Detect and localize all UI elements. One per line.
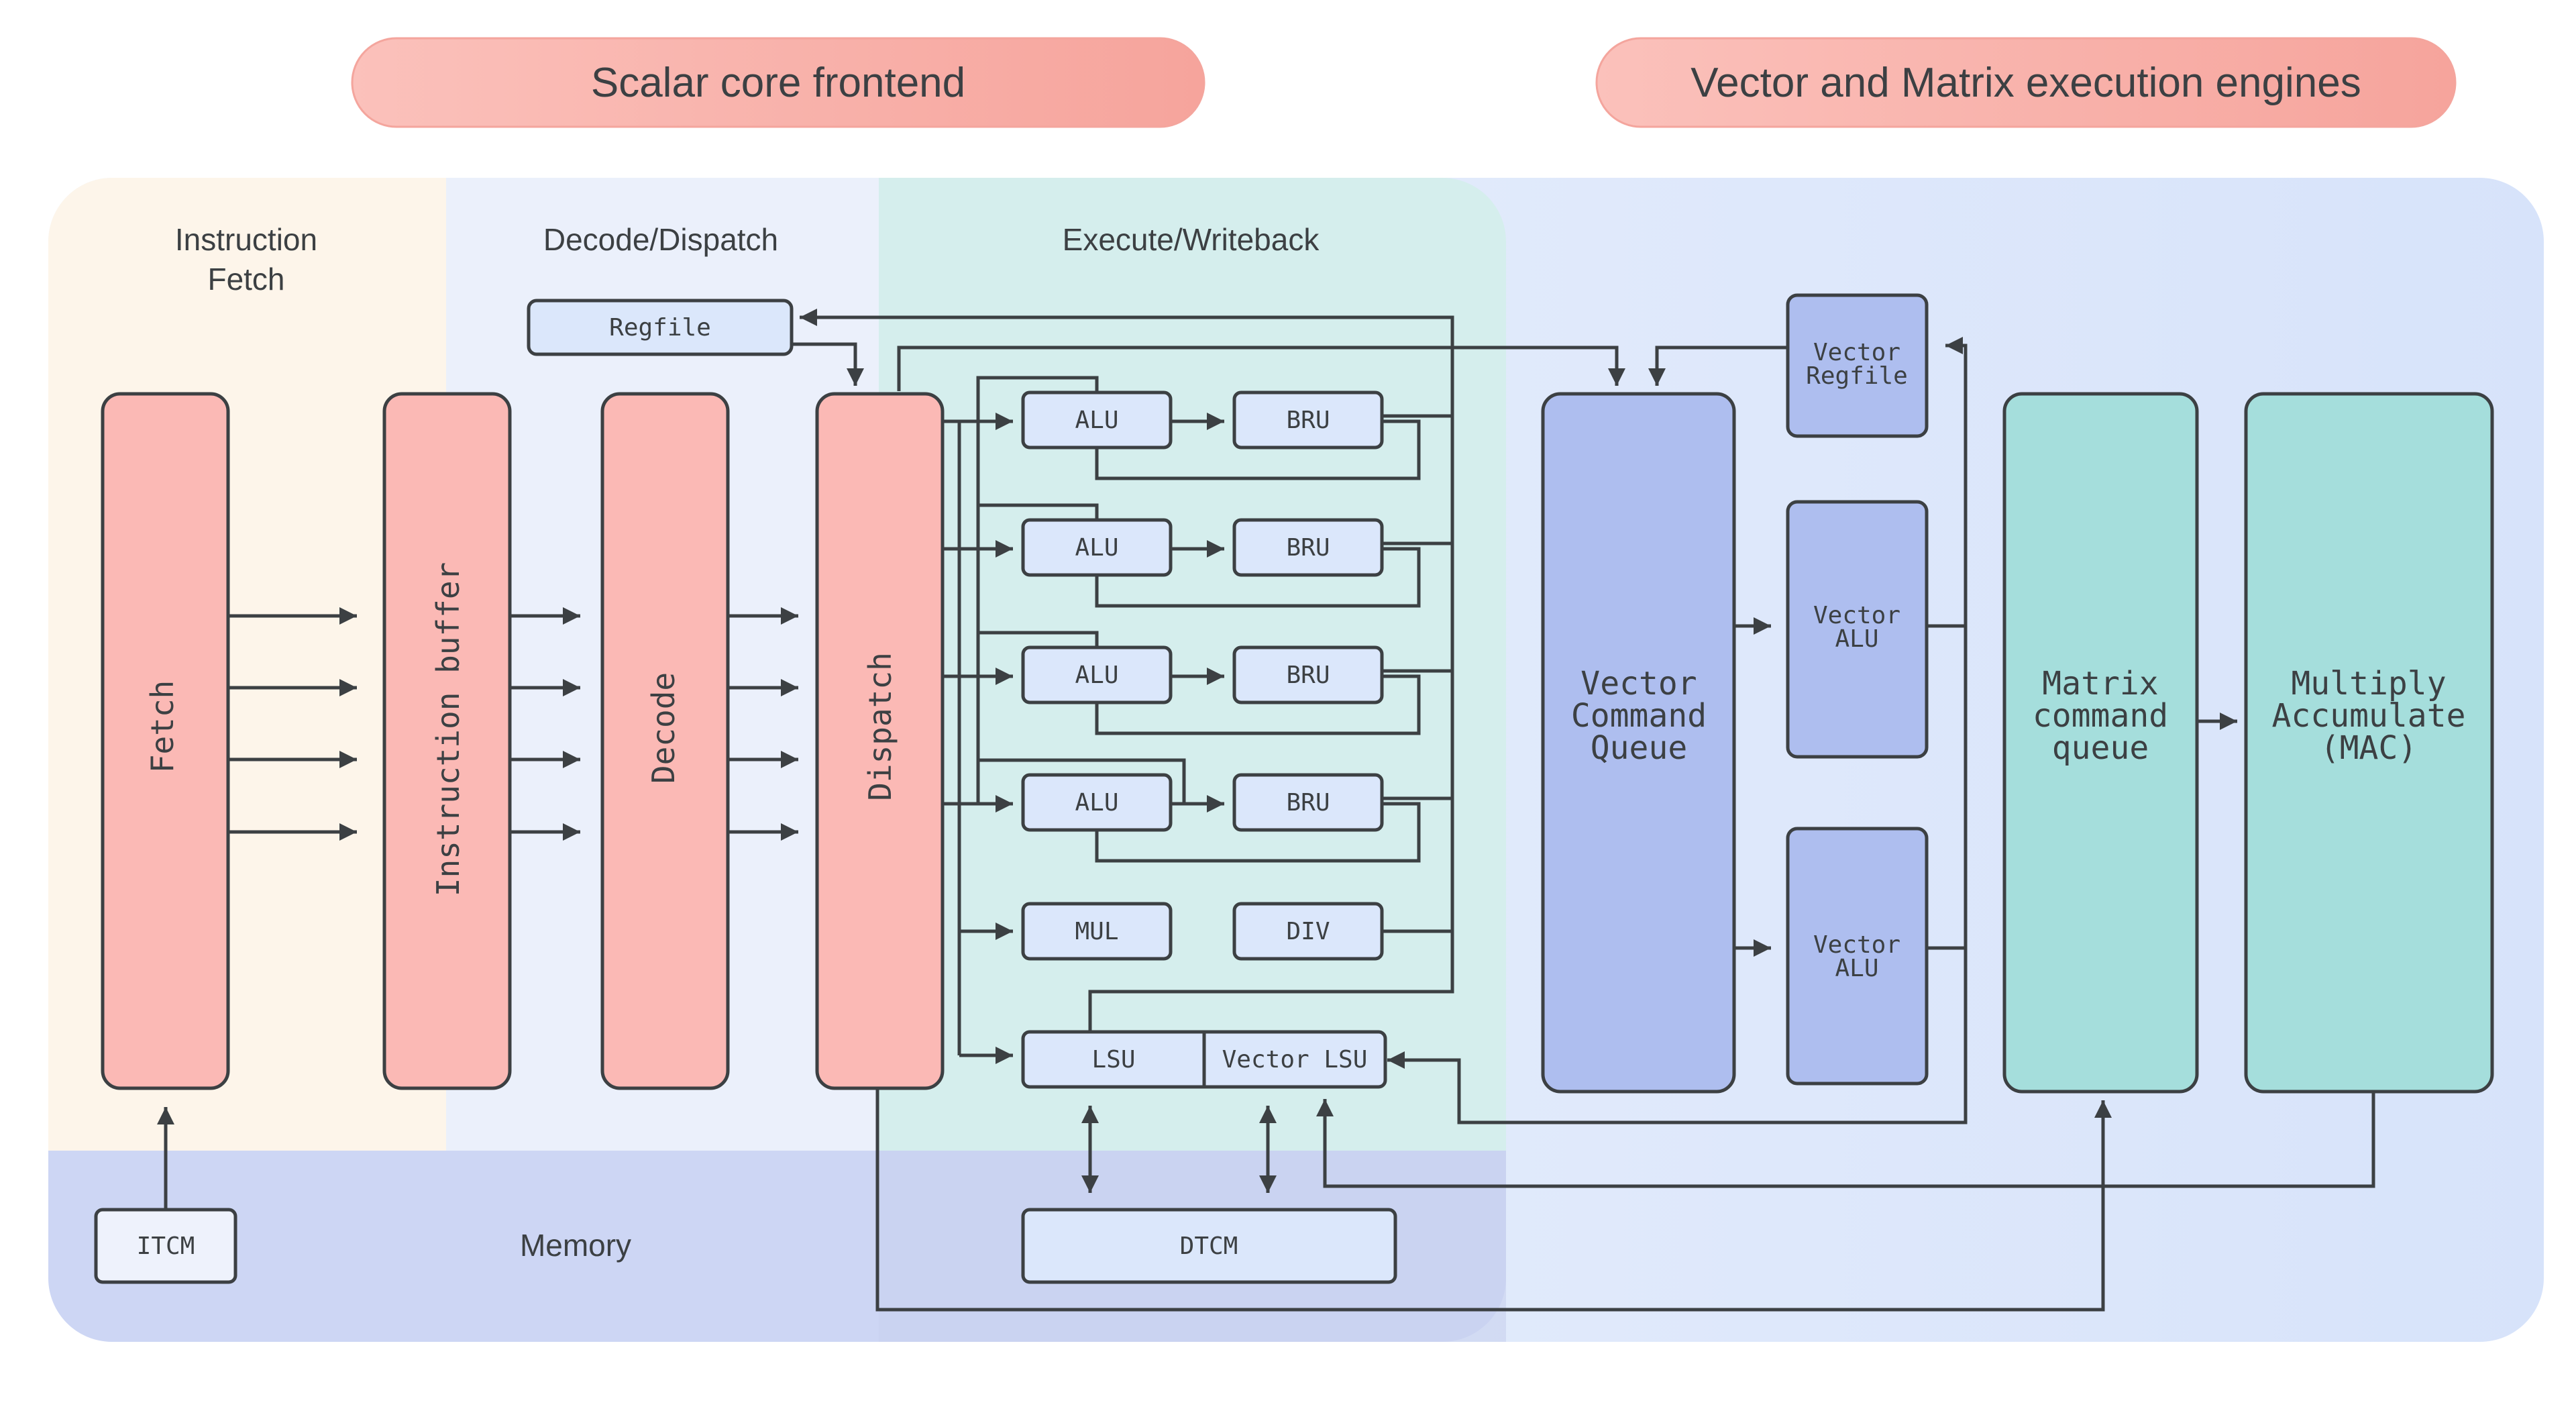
- execute-writeback-region: [879, 178, 1506, 1151]
- stage-memory-label: Memory: [520, 1228, 631, 1263]
- alu-block-3: ALU: [1021, 645, 1173, 704]
- svg-text:Command: Command: [1571, 697, 1707, 735]
- connections: [157, 309, 2375, 1312]
- svg-text:Regfile: Regfile: [1806, 362, 1908, 390]
- svg-text:ALU: ALU: [1835, 955, 1878, 982]
- mac-block: Multiply Accumulate (MAC): [2244, 392, 2494, 1094]
- svg-text:DIV: DIV: [1286, 918, 1330, 945]
- regfile-block: Regfile: [527, 299, 794, 356]
- mul-block: MUL: [1021, 902, 1173, 961]
- svg-text:Dispatch: Dispatch: [862, 652, 898, 801]
- svg-text:MUL: MUL: [1075, 918, 1118, 945]
- svg-text:ITCM: ITCM: [137, 1232, 195, 1260]
- svg-text:Matrix: Matrix: [2042, 665, 2158, 702]
- svg-text:Fetch: Fetch: [144, 680, 180, 773]
- lsu-label: LSU: [1091, 1046, 1135, 1073]
- svg-text:BRU: BRU: [1286, 407, 1330, 434]
- bru-block-2: BRU: [1232, 518, 1384, 577]
- decode-block: Decode: [600, 392, 730, 1090]
- svg-text:BRU: BRU: [1286, 534, 1330, 562]
- scalar-core-header: Scalar core frontend: [351, 37, 1205, 128]
- svg-text:Queue: Queue: [1591, 729, 1688, 767]
- stage-fetch-label-1: Instruction: [175, 222, 317, 257]
- stage-execute-label: Execute/Writeback: [1063, 222, 1320, 257]
- svg-text:Vector: Vector: [1580, 665, 1697, 702]
- scalar-header-text: Scalar core frontend: [591, 60, 965, 106]
- alu-block-4: ALU: [1021, 773, 1173, 832]
- vector-lsu-label: Vector LSU: [1222, 1046, 1368, 1073]
- svg-text:Vector: Vector: [1813, 931, 1900, 959]
- svg-text:ALU: ALU: [1075, 534, 1118, 562]
- svg-text:Multiply: Multiply: [2291, 665, 2446, 702]
- svg-text:(MAC): (MAC): [2320, 729, 2418, 767]
- svg-text:Decode: Decode: [645, 672, 682, 784]
- svg-text:Accumulate: Accumulate: [2272, 697, 2466, 735]
- alu-block-1: ALU: [1021, 390, 1173, 450]
- svg-text:ALU: ALU: [1075, 662, 1118, 689]
- vector-header-text: Vector and Matrix execution engines: [1690, 60, 2361, 106]
- svg-text:BRU: BRU: [1286, 662, 1330, 689]
- bru-block-1: BRU: [1232, 390, 1384, 450]
- svg-text:Vector: Vector: [1813, 602, 1900, 629]
- dtcm-block: DTCM: [1021, 1208, 1397, 1284]
- bru-block-3: BRU: [1232, 645, 1384, 704]
- svg-text:BRU: BRU: [1286, 789, 1330, 817]
- div-block: DIV: [1232, 902, 1384, 961]
- instruction-buffer-block: Instruction buffer: [382, 392, 512, 1090]
- lsu-block: LSU Vector LSU: [1021, 1030, 1387, 1089]
- svg-text:queue: queue: [2052, 729, 2149, 767]
- svg-text:ALU: ALU: [1075, 407, 1118, 434]
- svg-text:DTCM: DTCM: [1180, 1232, 1238, 1260]
- alu-block-2: ALU: [1021, 518, 1173, 577]
- vector-regfile-block: Vector Regfile: [1786, 293, 1929, 438]
- bru-block-4: BRU: [1232, 773, 1384, 832]
- stage-decode-label: Decode/Dispatch: [543, 222, 778, 257]
- vector-alu-block-1: Vector ALU: [1786, 500, 1929, 759]
- svg-text:Instruction buffer: Instruction buffer: [430, 562, 466, 897]
- svg-text:Regfile: Regfile: [609, 314, 711, 341]
- svg-text:command: command: [2033, 697, 2168, 735]
- vector-alu-block-2: Vector ALU: [1786, 827, 1929, 1086]
- stage-fetch-label-2: Fetch: [207, 262, 284, 297]
- svg-text:ALU: ALU: [1835, 625, 1878, 653]
- vector-matrix-header: Vector and Matrix execution engines: [1595, 37, 2457, 128]
- matrix-command-queue-block: Matrix command queue: [2002, 392, 2199, 1094]
- vector-command-queue-block: Vector Command Queue: [1541, 392, 1736, 1094]
- svg-text:ALU: ALU: [1075, 789, 1118, 817]
- dispatch-block: Dispatch: [815, 392, 945, 1090]
- itcm-block: ITCM: [94, 1208, 237, 1284]
- svg-text:Vector: Vector: [1813, 339, 1900, 366]
- fetch-block: Fetch: [101, 392, 230, 1090]
